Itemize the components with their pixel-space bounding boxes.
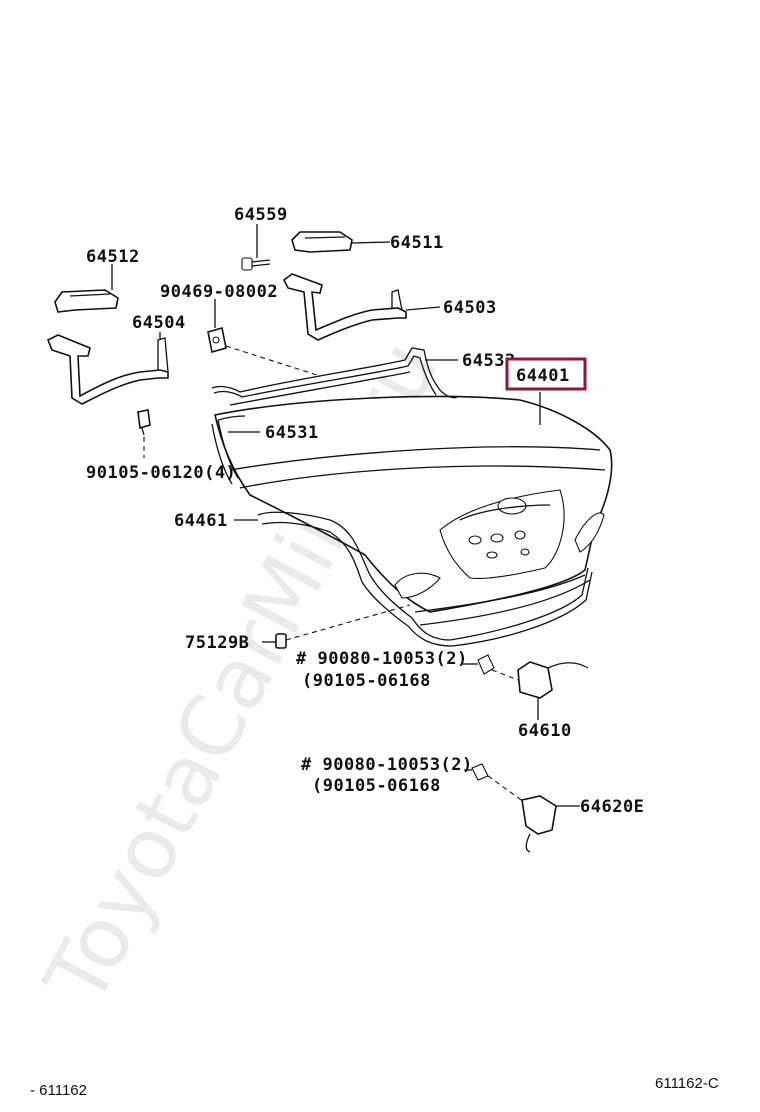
hinge-right-drawing <box>282 273 407 341</box>
label-64512: 64512 <box>86 247 140 267</box>
label-64620e: 64620E <box>580 797 644 817</box>
hinge-left-drawing <box>46 334 169 405</box>
label-64610: 64610 <box>518 721 572 741</box>
torsion-bar-drawing <box>211 347 459 406</box>
bolt-90105-drawing <box>137 409 151 436</box>
cushion-90469-drawing <box>207 326 227 354</box>
highlight-box-64401[interactable] <box>505 357 587 391</box>
stopper-75129b-drawing <box>275 633 287 649</box>
bracket-64512-drawing <box>54 289 119 313</box>
label-90105-06120: 90105-06120(4) <box>86 463 236 483</box>
bracket-64511-drawing <box>291 231 353 253</box>
label-64504: 64504 <box>132 313 186 333</box>
weatherstrip-drawing <box>257 511 593 647</box>
bolt-64559-drawing <box>241 257 271 271</box>
label-90469-08002: 90469-08002 <box>160 282 278 302</box>
label-64401[interactable]: 64401 <box>516 366 570 386</box>
leader-lines <box>111 224 580 807</box>
label-75129b: 75129B <box>185 633 249 653</box>
trunk-lid-drawing <box>214 395 613 626</box>
label-90080-10053-a: # 90080-10053(2) <box>296 649 468 669</box>
footer-right-code: 611162-C <box>655 1075 719 1092</box>
label-64531: 64531 <box>265 423 319 443</box>
label-90105-06168-a: (90105-06168 <box>302 671 431 691</box>
label-64559: 64559 <box>234 205 288 225</box>
label-64511: 64511 <box>390 233 444 253</box>
label-64532: 64532 <box>462 351 516 371</box>
label-64503: 64503 <box>443 298 497 318</box>
seal-drawing <box>211 415 246 485</box>
footer-left-code: - 611162 <box>30 1082 87 1099</box>
latch-64620e-drawing <box>471 763 557 853</box>
label-90105-06168-b: (90105-06168 <box>312 776 441 796</box>
label-64461: 64461 <box>174 511 228 531</box>
lock-64610-drawing <box>477 654 589 699</box>
label-90080-10053-b: # 90080-10053(2) <box>301 755 473 775</box>
